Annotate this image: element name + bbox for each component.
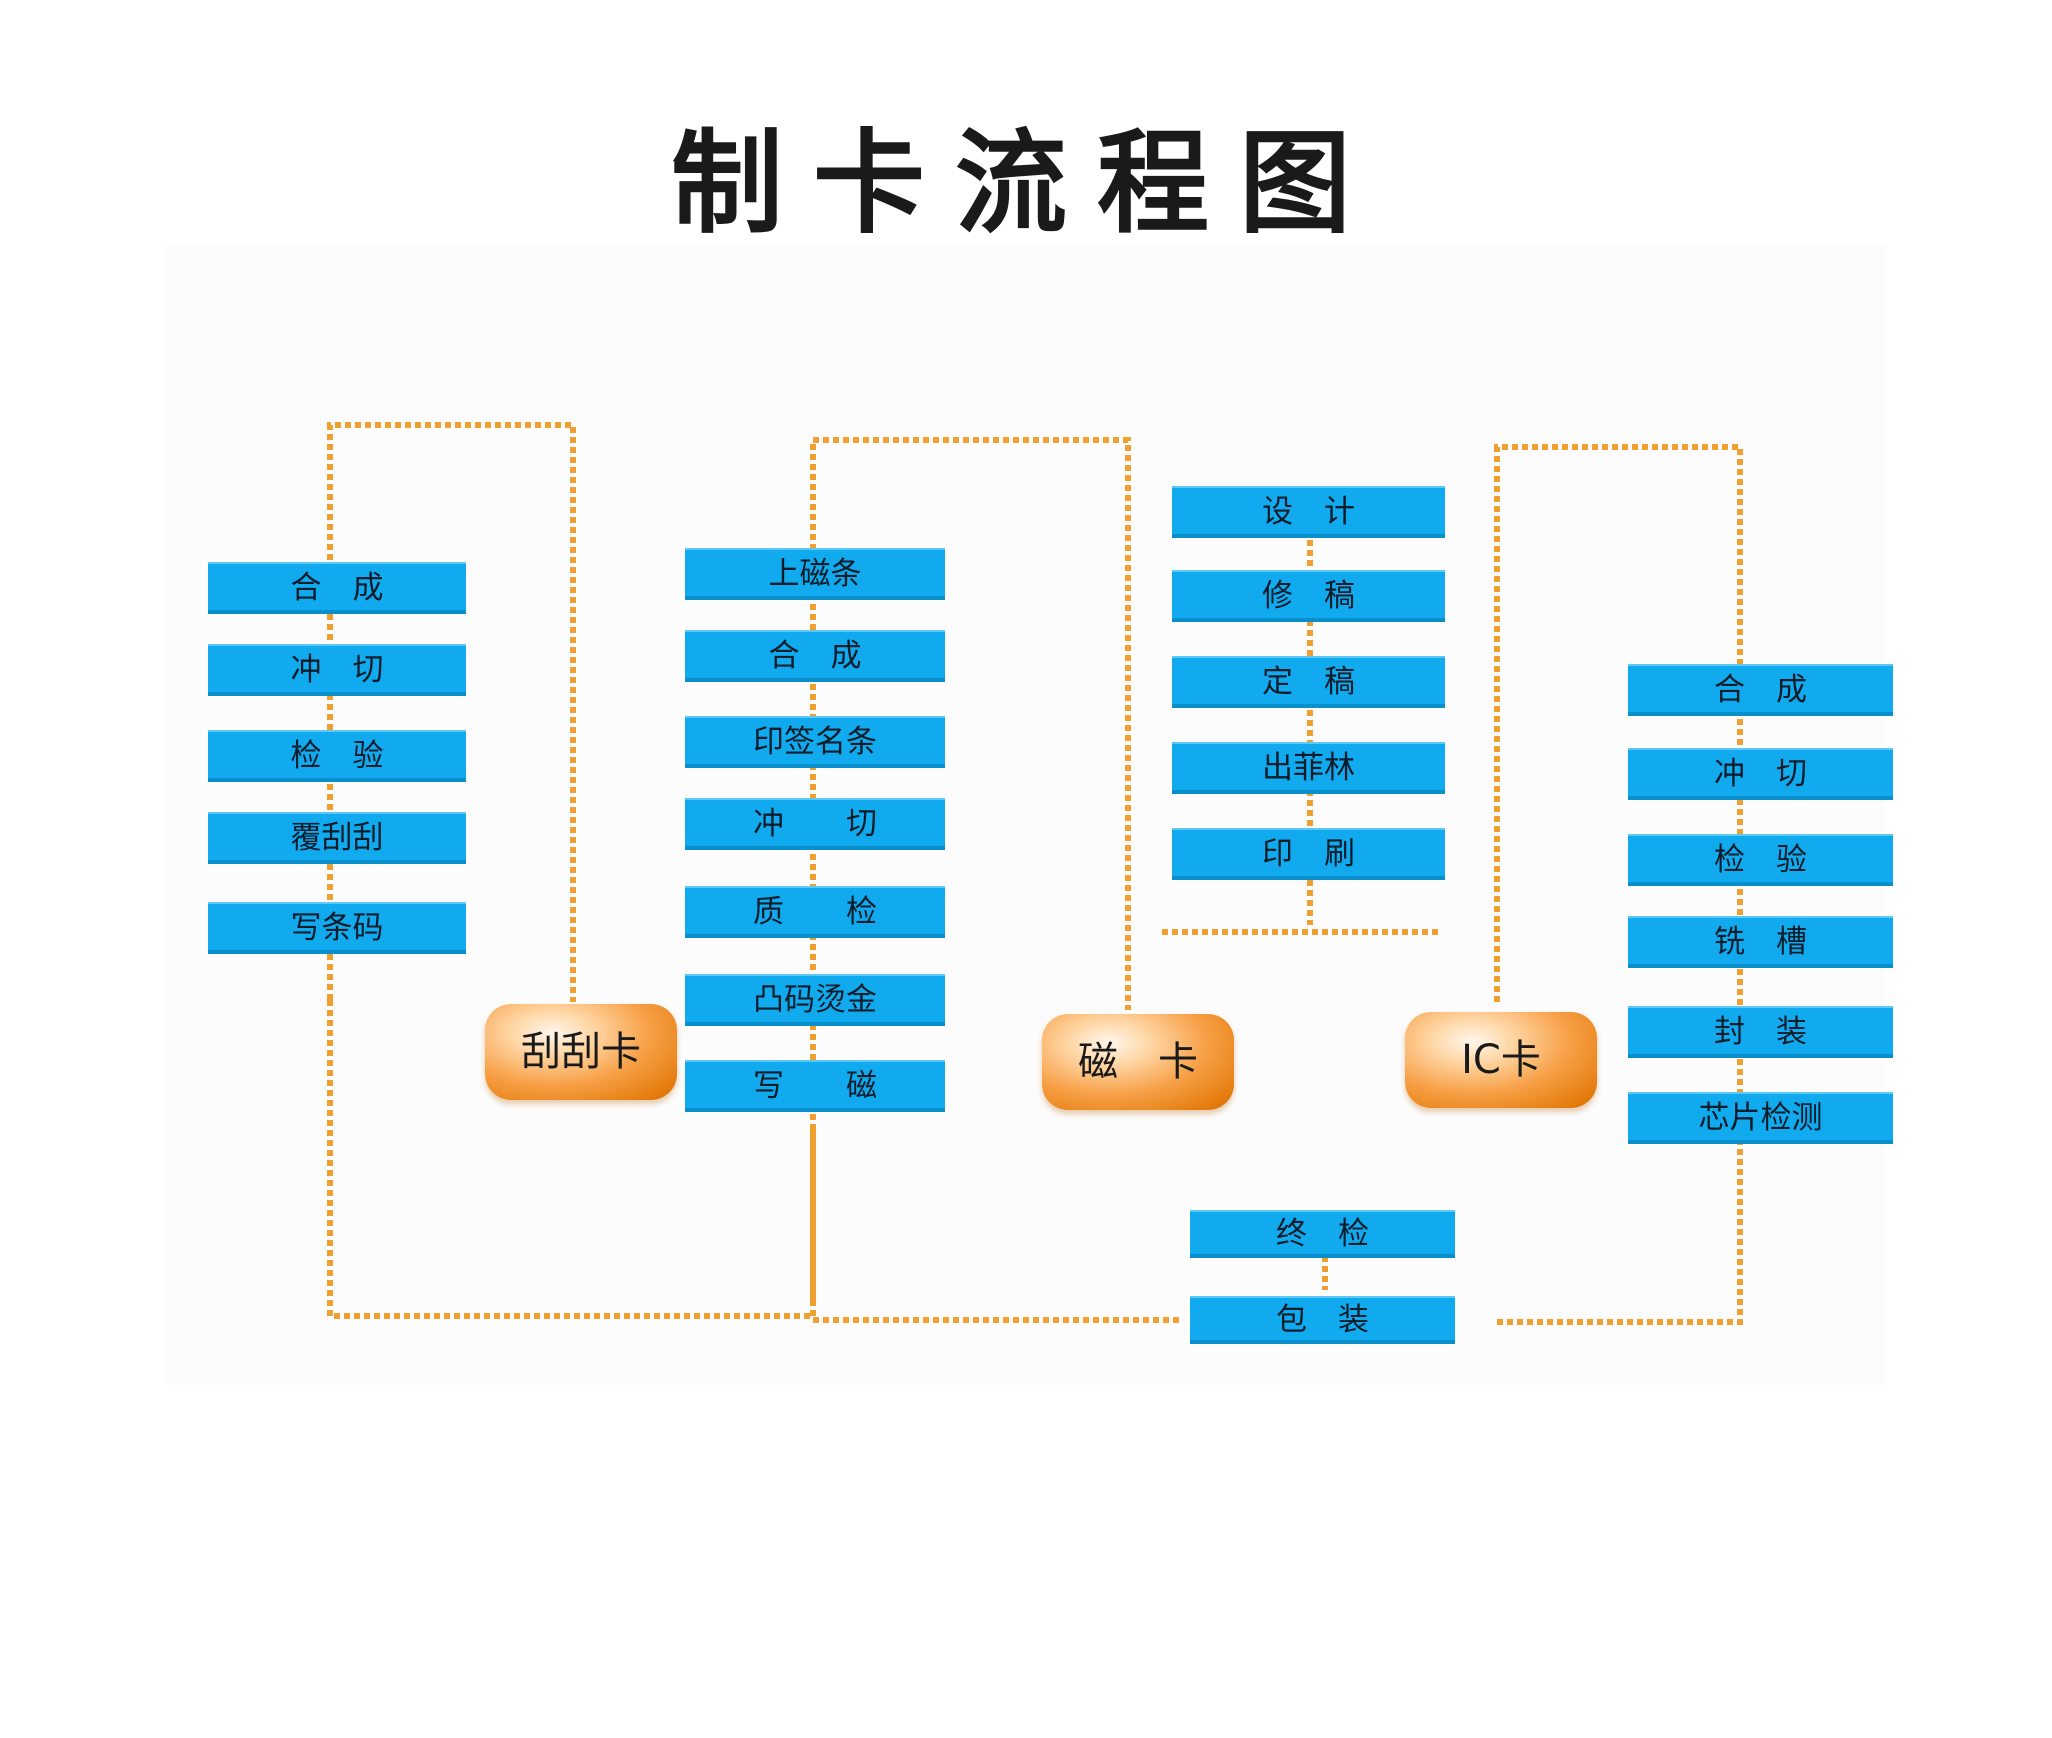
scratch-step-4: 覆刮刮 <box>208 812 466 864</box>
magnetic-step-1: 上磁条 <box>685 548 945 600</box>
magnetic-loop-line <box>810 437 1131 1300</box>
design-step-5: 印 刷 <box>1172 828 1445 880</box>
magnetic-step-7: 写 磁 <box>685 1060 945 1112</box>
scratch-bottom-line <box>327 1000 813 1319</box>
magnetic-step-2: 合 成 <box>685 630 945 682</box>
ic-loop-line <box>1494 444 1743 1325</box>
design-step-3: 定 稿 <box>1172 656 1445 708</box>
ic-step-4: 铣 槽 <box>1628 916 1893 968</box>
design-step-4: 出菲林 <box>1172 742 1445 794</box>
magnetic-bottom-line <box>810 1130 1180 1323</box>
magnetic-step-6: 凸码烫金 <box>685 974 945 1026</box>
ic-step-2: 冲 切 <box>1628 748 1893 800</box>
scratch-step-3: 检 验 <box>208 730 466 782</box>
ic-card-node: IC卡 <box>1405 1012 1597 1108</box>
design-step-2: 修 稿 <box>1172 570 1445 622</box>
magnetic-step-5: 质 检 <box>685 886 945 938</box>
magnetic-card-node: 磁 卡 <box>1042 1014 1234 1110</box>
scratch-step-2: 冲 切 <box>208 644 466 696</box>
scratch-step-1: 合 成 <box>208 562 466 614</box>
final-step-2: 包 装 <box>1190 1296 1455 1344</box>
scratch-step-5: 写条码 <box>208 902 466 954</box>
scratch-card-node: 刮刮卡 <box>485 1004 677 1100</box>
ic-step-3: 检 验 <box>1628 834 1893 886</box>
design-step-1: 设 计 <box>1172 486 1445 538</box>
magnetic-step-4: 冲 切 <box>685 798 945 850</box>
ic-step-5: 封 装 <box>1628 1006 1893 1058</box>
ic-step-1: 合 成 <box>1628 664 1893 716</box>
ic-step-6: 芯片检测 <box>1628 1092 1893 1144</box>
magnetic-step-3: 印签名条 <box>685 716 945 768</box>
page-title: 制卡流程图 <box>671 118 1381 249</box>
final-step-1: 终 检 <box>1190 1210 1455 1258</box>
